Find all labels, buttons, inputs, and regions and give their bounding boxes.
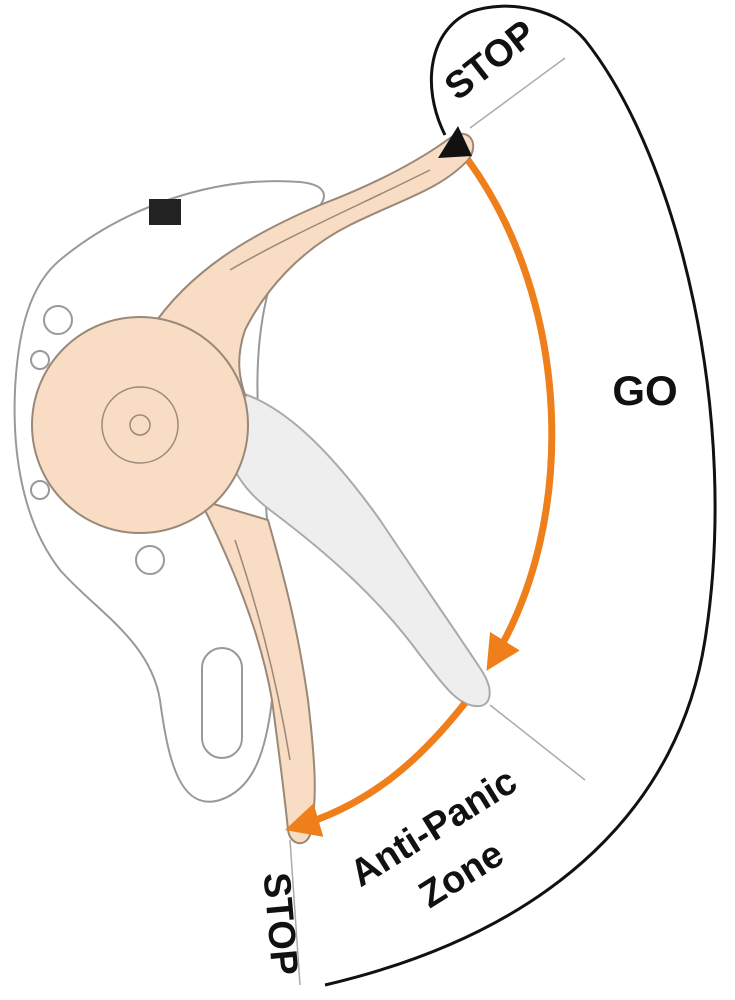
- go-label: GO: [612, 367, 677, 414]
- go-arrow: [465, 157, 556, 671]
- stop-marker-icon: [438, 126, 472, 158]
- stop-bottom-label: STOP: [255, 871, 306, 977]
- zone-outline: [324, 4, 717, 987]
- stop-bottom-divider: [289, 839, 301, 986]
- anti-panic-divider: [489, 704, 586, 781]
- anti-panic-arrow: [284, 700, 468, 837]
- stop-top-divider: [469, 57, 566, 129]
- handle-stop-position: [31, 132, 475, 845]
- handle-details: [101, 169, 431, 761]
- handle-go-position: [223, 388, 491, 708]
- stop-top-label: STOP: [437, 12, 544, 108]
